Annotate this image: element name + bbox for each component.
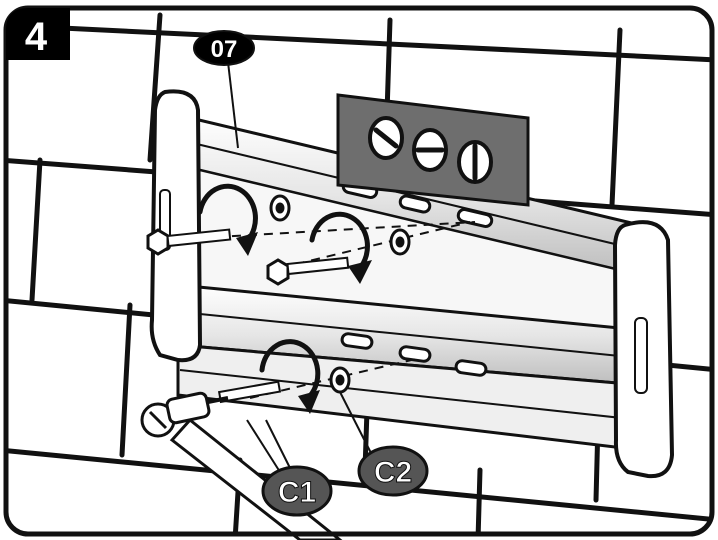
spirit-level-icon bbox=[336, 93, 530, 207]
part-callout: 07 bbox=[193, 30, 255, 66]
callout-leaders bbox=[227, 61, 373, 473]
bolt-callout-label: C1 bbox=[278, 476, 316, 509]
part-callout-label: 07 bbox=[211, 36, 238, 63]
rotate-arrow-icon bbox=[197, 183, 372, 414]
washer-callout: C2 bbox=[357, 445, 429, 497]
washers bbox=[269, 194, 411, 394]
bolts bbox=[146, 228, 350, 404]
frame-border bbox=[3, 5, 715, 537]
washer-callout-label: C2 bbox=[374, 456, 412, 489]
step-badge: 4 bbox=[6, 8, 70, 60]
step-number: 4 bbox=[25, 15, 48, 59]
bolt-callout: C1 bbox=[261, 465, 333, 517]
left-end-cap bbox=[149, 89, 203, 363]
mounting-slots bbox=[340, 179, 494, 377]
